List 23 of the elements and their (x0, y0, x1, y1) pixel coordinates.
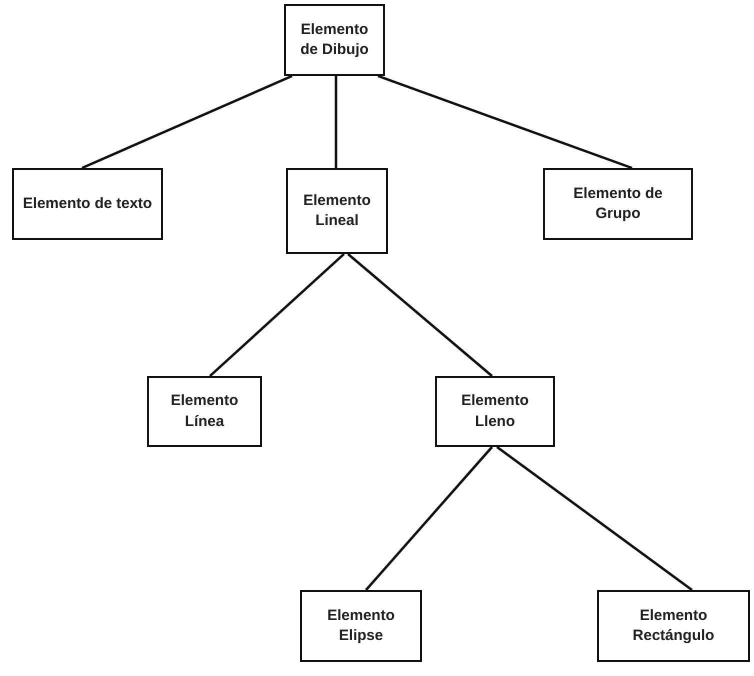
connector-line (347, 253, 493, 377)
connector-line (209, 253, 345, 377)
class-box (435, 376, 555, 447)
class-box (12, 168, 163, 240)
class-name: Elemento Elipse (326, 606, 396, 646)
class-name: Elemento de Dibujo (299, 20, 370, 60)
class-box (300, 590, 422, 662)
connector-line (365, 446, 493, 591)
class-name: Elemento Línea (170, 391, 240, 432)
class-name: Elemento Rectángulo (632, 606, 716, 646)
class-box (543, 168, 693, 240)
class-name: Elemento de Grupo (572, 184, 664, 224)
class-name: Elemento Lineal (302, 190, 372, 231)
connector-line (378, 74, 632, 170)
class-box (597, 590, 750, 662)
class-box (284, 4, 385, 76)
class-box (147, 376, 262, 447)
connector-line (496, 446, 693, 591)
class-box (286, 168, 388, 254)
class-name: Elemento de texto (22, 194, 154, 214)
connector-line (334, 76, 338, 168)
connector-line (82, 74, 292, 170)
class-name: Elemento Lleno (460, 391, 530, 432)
